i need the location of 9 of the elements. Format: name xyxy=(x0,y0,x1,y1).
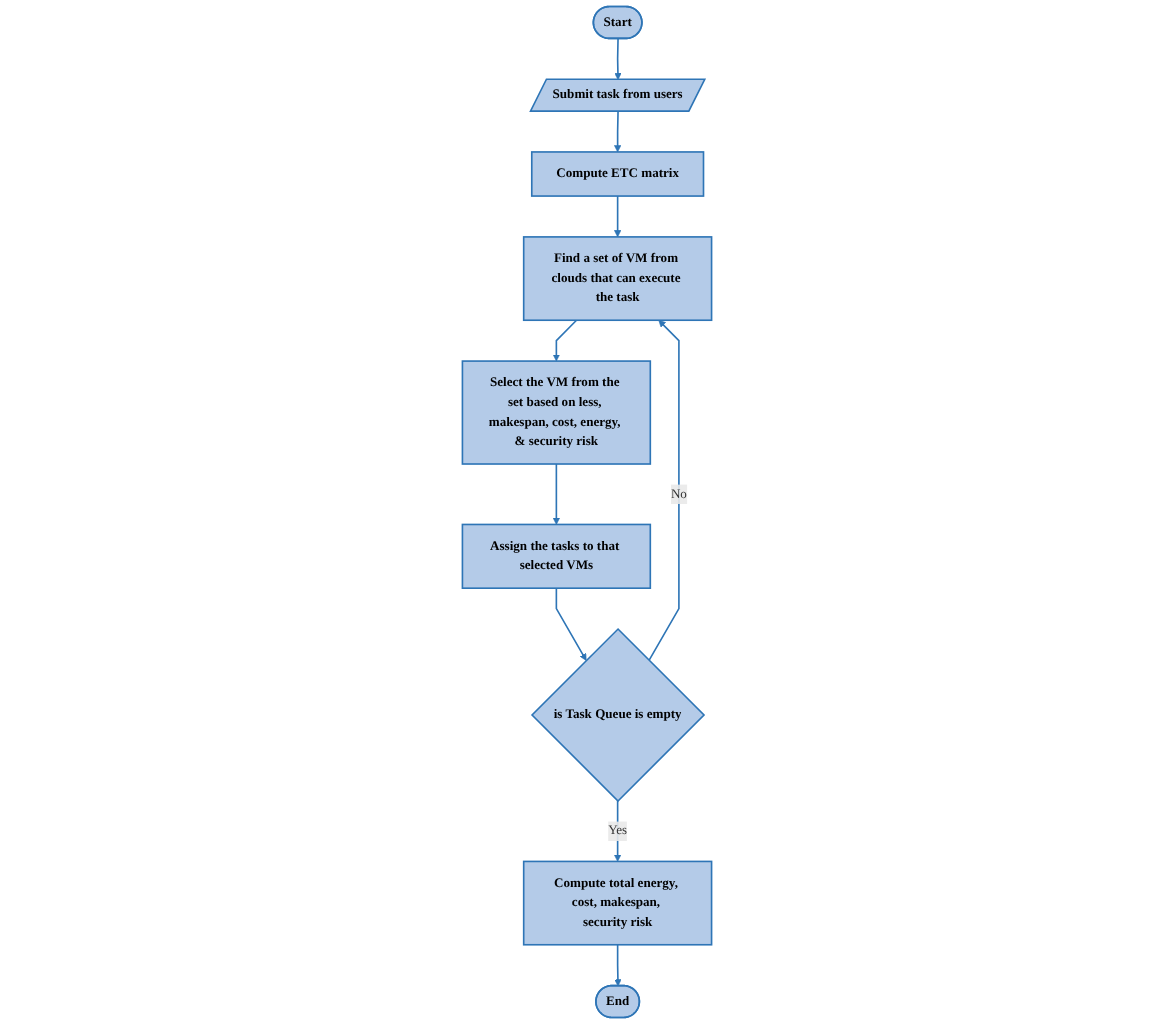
arrow xyxy=(614,110,622,153)
arrow xyxy=(552,319,578,362)
arrow xyxy=(648,319,680,662)
arrow xyxy=(614,195,622,238)
arrow xyxy=(555,587,587,661)
arrow xyxy=(614,38,622,80)
arrow xyxy=(552,463,560,525)
arrow xyxy=(614,943,622,987)
arrow xyxy=(614,800,622,862)
